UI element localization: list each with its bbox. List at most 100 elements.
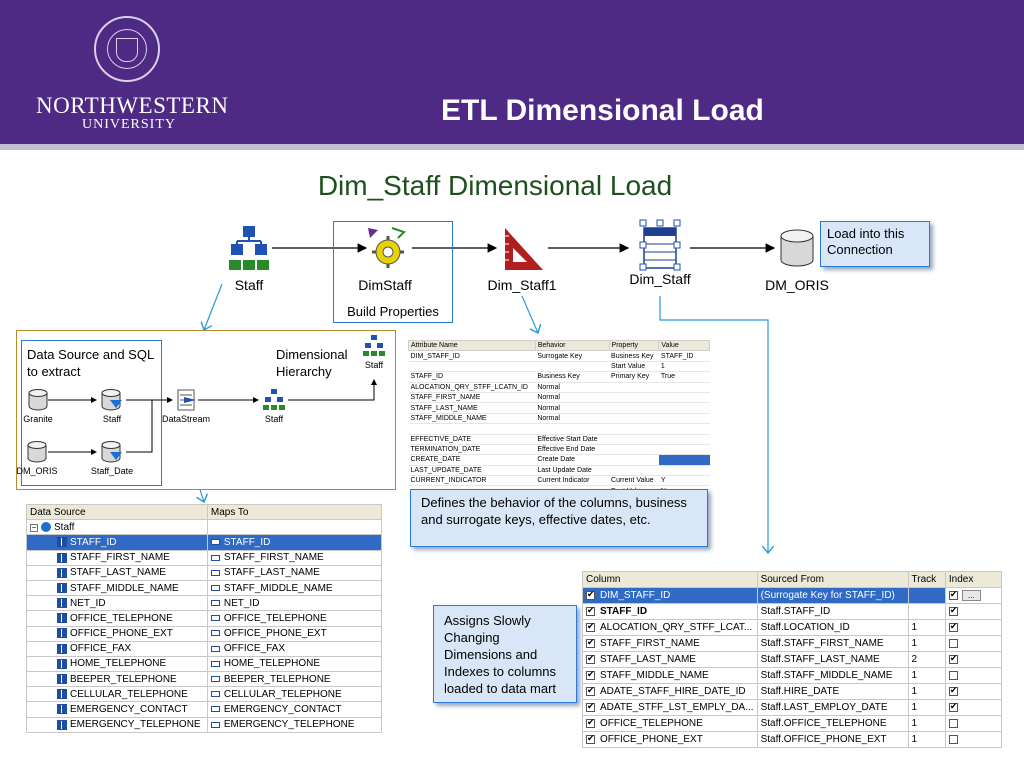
sourced-from-cell[interactable]: Staff.STAFF_ID: [756, 603, 909, 620]
target-node-staff[interactable]: Staff: [358, 334, 390, 370]
column-include-checkbox[interactable]: [586, 669, 595, 680]
table-row[interactable]: STAFF_MIDDLE_NAMEStaff.STAFF_MIDDLE_NAME…: [582, 667, 1003, 684]
flow-node-dm-oris[interactable]: DM_ORIS: [762, 224, 832, 293]
track-cell[interactable]: 2: [907, 651, 946, 668]
source-node-granite[interactable]: Granite: [22, 388, 54, 424]
track-cell[interactable]: 1: [907, 667, 946, 684]
track-cell[interactable]: 1: [907, 731, 946, 748]
flow-node-staff[interactable]: Staff: [226, 224, 272, 293]
column-header[interactable]: Data Source: [26, 503, 208, 521]
collapse-icon[interactable]: −: [30, 522, 38, 532]
column-header[interactable]: Sourced From: [756, 571, 909, 588]
index-checkbox[interactable]: [948, 685, 958, 696]
sourced-from-cell[interactable]: Staff.STAFF_FIRST_NAME: [756, 635, 909, 652]
index-checkbox[interactable]: [948, 589, 958, 600]
sourced-from-cell[interactable]: Staff.STAFF_MIDDLE_NAME: [756, 667, 909, 684]
column-header[interactable]: Track: [907, 571, 946, 588]
table-row[interactable]: ADATE_STFF_LST_EMPLY_DA...Staff.LAST_EMP…: [582, 699, 1003, 716]
track-cell[interactable]: 1: [907, 619, 946, 636]
table-row[interactable]: ALOCATION_QRY_STFF_LCAT...Staff.LOCATION…: [582, 619, 1003, 636]
index-checkbox[interactable]: [948, 621, 958, 632]
index-checkbox[interactable]: [948, 701, 958, 712]
column-include-checkbox[interactable]: [586, 717, 595, 728]
index-checkbox[interactable]: [948, 670, 958, 680]
sourced-from-cell[interactable]: (Surrogate Key for STAFF_ID): [756, 587, 909, 604]
track-cell[interactable]: 1: [907, 699, 946, 716]
sourced-from-cell[interactable]: Staff.HIRE_DATE: [756, 683, 909, 700]
source-node-staff-hierarchy[interactable]: Staff: [258, 388, 290, 424]
column-include-checkbox[interactable]: [586, 621, 595, 632]
column-header[interactable]: Column: [582, 571, 758, 588]
column-include-checkbox[interactable]: [586, 637, 595, 648]
flow-node-dim-staff[interactable]: Dim_Staff: [620, 218, 700, 287]
column-include-checkbox[interactable]: [586, 685, 595, 696]
flow-node-dimstaff[interactable]: DimStaff: [352, 224, 418, 293]
sourced-from-cell[interactable]: Staff.LOCATION_ID: [756, 619, 909, 636]
sourced-from-cell[interactable]: Staff.STAFF_LAST_NAME: [756, 651, 909, 668]
sourced-from-cell[interactable]: Staff.OFFICE_PHONE_EXT: [756, 731, 909, 748]
column-include-checkbox[interactable]: [586, 701, 595, 712]
index-checkbox[interactable]: [948, 734, 958, 744]
index-options-button[interactable]: ...: [961, 590, 981, 601]
column-header[interactable]: Maps To: [206, 503, 383, 521]
column-include-checkbox[interactable]: [586, 589, 595, 600]
column-header[interactable]: Behavior: [534, 339, 610, 352]
track-cell[interactable]: [907, 587, 946, 604]
track-cell[interactable]: 1: [907, 715, 946, 732]
column-header[interactable]: Property: [608, 339, 660, 352]
column-header[interactable]: Index: [944, 571, 1003, 588]
column-include-checkbox[interactable]: [586, 653, 595, 664]
track-cell[interactable]: [907, 603, 946, 620]
source-node-staff-date[interactable]: Staff_Date: [88, 440, 136, 476]
track-cell[interactable]: 1: [907, 683, 946, 700]
index-checkbox[interactable]: [948, 653, 958, 664]
tree-root-row[interactable]: −Staff: [26, 519, 383, 536]
index-checkbox[interactable]: [948, 638, 958, 648]
table-row[interactable]: [408, 423, 710, 435]
table-row[interactable]: DIM_STAFF_ID(Surrogate Key for STAFF_ID)…: [582, 587, 1003, 604]
sourced-from-cell[interactable]: Staff.OFFICE_TELEPHONE: [756, 715, 909, 732]
source-node-dm-oris[interactable]: DM_ORIS: [16, 440, 58, 476]
index-checkbox[interactable]: [948, 605, 958, 616]
source-node-staff[interactable]: Staff: [96, 388, 128, 424]
source-node-datastream[interactable]: DataStream: [160, 388, 212, 424]
column-header[interactable]: Value: [658, 339, 710, 352]
column-header[interactable]: Attribute Name: [408, 339, 536, 352]
column-include-checkbox[interactable]: [586, 733, 595, 744]
sourced-from-cell[interactable]: Staff.LAST_EMPLOY_DATE: [756, 699, 909, 716]
index-checkbox[interactable]: [948, 718, 958, 728]
track-cell[interactable]: 1: [907, 635, 946, 652]
column-include-checkbox[interactable]: [586, 605, 595, 616]
flow-node-dim-staff1[interactable]: Dim_Staff1: [482, 224, 562, 293]
